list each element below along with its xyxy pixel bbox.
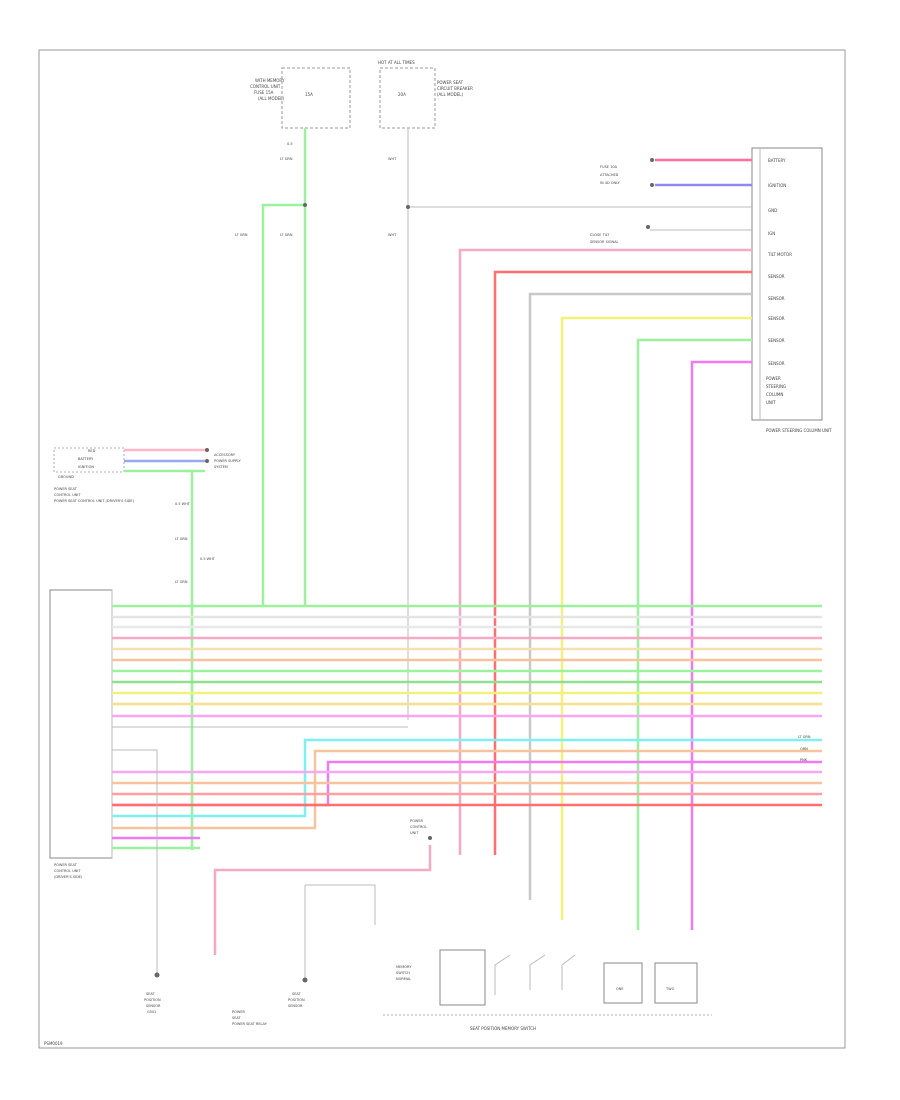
svg-text:POWER: POWER [766, 376, 781, 381]
svg-text:IGNITION: IGNITION [768, 183, 786, 188]
svg-text:IGNITION: IGNITION [78, 465, 94, 469]
svg-text:ACCESSORY: ACCESSORY [214, 453, 236, 457]
ground-left-label: G501 [147, 1010, 156, 1014]
svg-text:STEERING: STEERING [766, 384, 786, 389]
svg-text:SENSOR SIGNAL: SENSOR SIGNAL [590, 240, 619, 244]
svg-text:SENSOR: SENSOR [768, 361, 785, 366]
svg-text:LT GRN: LT GRN [280, 233, 293, 237]
top-feed-wires: 0.5 LT GRN WHT LT GRN LT GRN WHT [235, 128, 410, 720]
svg-text:SYSTEM: SYSTEM [214, 465, 228, 469]
svg-text:CIRCUIT BREAKER: CIRCUIT BREAKER [437, 86, 473, 91]
svg-text:15A: 15A [305, 92, 313, 97]
svg-text:MEMORY: MEMORY [396, 965, 412, 969]
left-ground: SEAT POSITION SENSOR G501 [112, 749, 161, 1014]
svg-text:SENSOR: SENSOR [146, 1004, 161, 1008]
svg-text:COLUMN: COLUMN [766, 392, 783, 397]
svg-text:CONTROL UNIT: CONTROL UNIT [250, 84, 281, 89]
svg-text:FUSE 10A: FUSE 10A [600, 165, 618, 169]
svg-text:SEAT: SEAT [232, 1016, 242, 1020]
svg-text:LT GRN: LT GRN [280, 157, 293, 161]
svg-text:SENSOR: SENSOR [768, 316, 785, 321]
left-unit: RED BATTERY IGNITION GROUND ACCESSORY PO… [53, 447, 242, 850]
svg-text:ONE: ONE [616, 987, 624, 991]
lower-harness: LT GRN ORN PNK [112, 735, 822, 850]
footer-id: PSM0019 [44, 1041, 63, 1046]
svg-text:BATTERY: BATTERY [78, 457, 94, 461]
svg-text:ORN: ORN [800, 747, 808, 751]
svg-text:CONTROL: CONTROL [410, 825, 427, 829]
right-unit: BATTERY IGNITION GND IGN TILT MOTOR SENS… [751, 147, 832, 433]
relay-label: POWER SEAT RELAY [232, 1022, 268, 1026]
svg-text:0.5 WHT: 0.5 WHT [200, 557, 216, 561]
memory-switch-module: MEMORY SWITCH NORMAL ONE TWO SEAT POSITI… [383, 949, 712, 1031]
svg-text:GND: GND [768, 208, 777, 213]
svg-text:CONTROL UNIT: CONTROL UNIT [54, 869, 81, 873]
svg-text:0.5 WHT: 0.5 WHT [175, 502, 191, 506]
svg-text:SWITCH: SWITCH [396, 971, 410, 975]
svg-text:BATTERY: BATTERY [768, 158, 786, 163]
svg-text:CONTROL UNIT: CONTROL UNIT [54, 493, 81, 497]
memory-switch-label: SEAT POSITION MEMORY SWITCH [470, 1026, 536, 1031]
top-center-connector-label: HOT AT ALL TIMES [378, 60, 415, 65]
svg-text:SENSOR: SENSOR [768, 296, 785, 301]
svg-text:POSITION: POSITION [288, 998, 305, 1002]
svg-text:NORMAL: NORMAL [396, 977, 411, 981]
svg-text:LT GRN: LT GRN [235, 233, 248, 237]
svg-text:SEAT: SEAT [292, 992, 302, 996]
svg-text:POWER SEAT: POWER SEAT [54, 487, 78, 491]
svg-text:LT GRN: LT GRN [175, 580, 188, 584]
right-unit-label: POWER STEERING COLUMN UNIT [766, 428, 832, 433]
svg-text:GROUND: GROUND [58, 475, 74, 479]
top-center-fuse-box: HOT AT ALL TIMES 20A POWER SEAT CIRCUIT … [378, 60, 473, 129]
svg-text:POWER: POWER [410, 819, 424, 823]
svg-text:WHT: WHT [388, 233, 397, 237]
svg-text:UNIT: UNIT [410, 831, 419, 835]
svg-text:CLOSE TILT: CLOSE TILT [590, 233, 610, 237]
svg-text:RED: RED [88, 449, 96, 453]
svg-text:TILT MOTOR: TILT MOTOR [767, 252, 792, 257]
svg-text:SENSOR: SENSOR [768, 338, 785, 343]
svg-text:POWER SEAT: POWER SEAT [54, 863, 78, 867]
left-unit-label: POWER SEAT CONTROL UNIT (DRIVER'S SIDE) [54, 499, 135, 503]
svg-text:(DRIVER'S SIDE): (DRIVER'S SIDE) [54, 875, 83, 879]
upper-harness [112, 604, 822, 728]
svg-text:WITH MEMORY: WITH MEMORY [255, 78, 285, 83]
diagram-border [38, 49, 846, 1049]
svg-text:SEAT: SEAT [146, 992, 156, 996]
main-unit: POWER SEAT CONTROL UNIT (DRIVER'S SIDE) [49, 589, 113, 879]
svg-text:SENSOR: SENSOR [768, 274, 785, 279]
svg-text:TWO: TWO [665, 987, 675, 991]
svg-text:IN 4D ONLY: IN 4D ONLY [600, 181, 621, 185]
svg-text:ATTACHED: ATTACHED [600, 173, 619, 177]
bottom-wires: POWER CONTROL UNIT SEAT POSITION SENSOR … [213, 819, 432, 1026]
top-left-fuse-box: WITH MEMORY CONTROL UNIT FUSE 15A (ALL M… [250, 67, 351, 129]
svg-text:SENSOR: SENSOR [288, 1004, 303, 1008]
svg-text:0.5: 0.5 [287, 142, 293, 146]
right-unit-wires: FUSE 10A ATTACHED IN 4D ONLY CLOSE TILT … [408, 158, 752, 930]
svg-text:20A: 20A [398, 92, 406, 97]
svg-text:LT GRN: LT GRN [798, 735, 811, 739]
svg-text:POWER: POWER [232, 1010, 246, 1014]
svg-text:POWER SUPPLY: POWER SUPPLY [214, 459, 242, 463]
svg-text:POSITION: POSITION [144, 998, 161, 1002]
svg-text:PNK: PNK [800, 758, 808, 762]
svg-text:(ALL MODEL): (ALL MODEL) [258, 96, 284, 101]
svg-text:POWER SEAT: POWER SEAT [437, 80, 464, 85]
svg-text:IGN: IGN [768, 231, 775, 236]
svg-text:WHT: WHT [388, 157, 397, 161]
svg-text:FUSE 15A: FUSE 15A [254, 90, 274, 95]
svg-text:LT GRN: LT GRN [175, 537, 188, 541]
svg-text:UNIT: UNIT [766, 400, 776, 405]
svg-text:(ALL MODEL): (ALL MODEL) [437, 92, 463, 97]
